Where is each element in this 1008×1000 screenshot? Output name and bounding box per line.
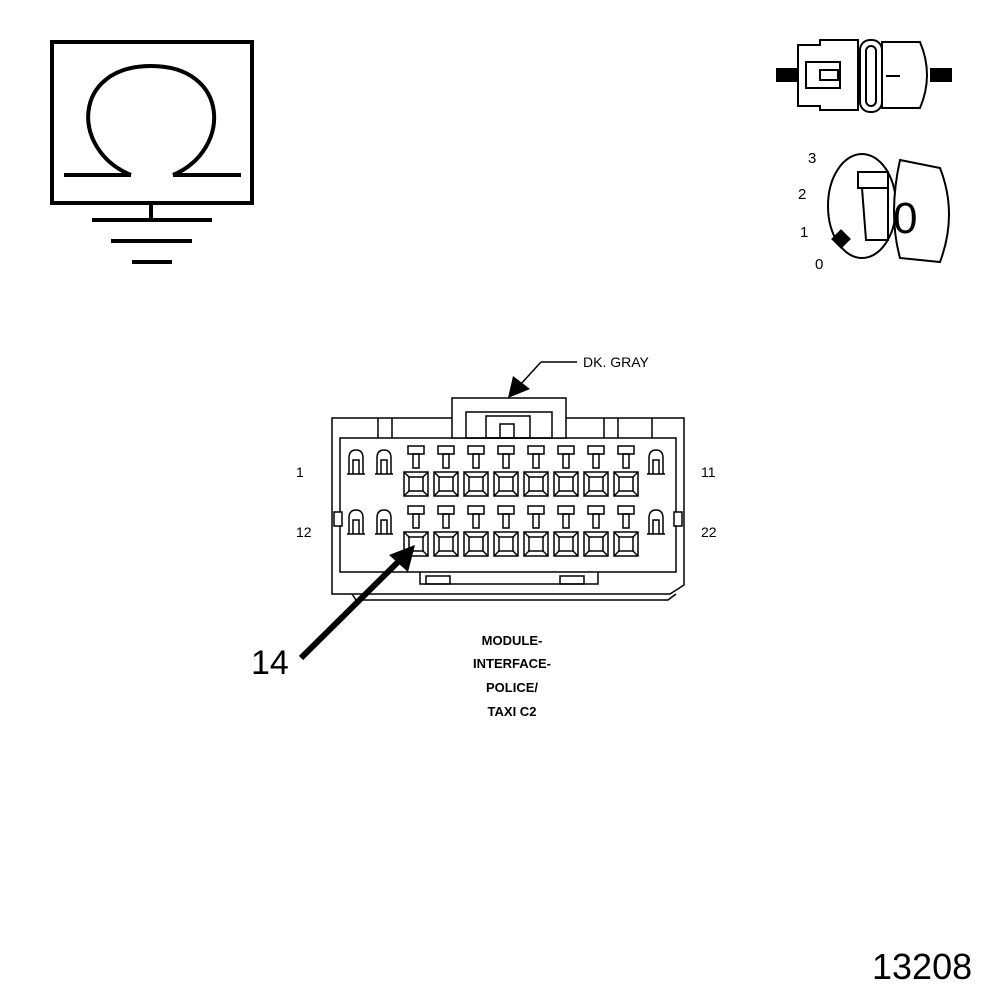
connector-name-line-2: INTERFACE-: [473, 656, 551, 671]
callout-arrow: 14: [251, 545, 415, 682]
connector-pins: [347, 445, 665, 557]
connector-name-line-4: TAXI C2: [488, 704, 537, 719]
pin-cavity-8: [553, 445, 579, 497]
key-position-2: 2: [798, 186, 806, 203]
callout-number: 14: [251, 644, 289, 682]
pin-cavity-10: [613, 445, 639, 497]
pin-cavity-18: [523, 505, 549, 557]
pin-cavity-17: [493, 505, 519, 557]
connector-name-line-3: POLICE/: [486, 680, 538, 695]
pin-cavity-1: [347, 449, 365, 475]
color-label-leader: DK. GRAY: [508, 354, 650, 398]
pin-cavity-12: [347, 509, 365, 535]
pin-cavity-15: [433, 505, 459, 557]
pin-cavity-5: [463, 445, 489, 497]
pin-label-11: 11: [701, 464, 716, 480]
ignition-key-icon: 3 2 1 0 0: [798, 150, 950, 273]
pin-cavity-20: [583, 505, 609, 557]
connector-name: MODULE- INTERFACE- POLICE/ TAXI C2: [473, 633, 551, 719]
pin-cavity-9: [583, 445, 609, 497]
key-position-3: 3: [808, 150, 816, 167]
ohmmeter-icon: [50, 40, 254, 264]
pin-cavity-22: [647, 509, 665, 535]
connector-name-line-1: MODULE-: [482, 633, 543, 648]
pin-cavity-16: [463, 505, 489, 557]
pin-cavity-4: [433, 445, 459, 497]
pin-label-22: 22: [701, 524, 717, 540]
pin-cavity-11: [647, 449, 665, 475]
pin-cavity-2: [375, 449, 393, 475]
pin-label-12: 12: [296, 524, 312, 540]
pin-cavity-6: [493, 445, 519, 497]
ignition-switch-connector-icon: [776, 39, 952, 113]
pin-cavity-3: [403, 445, 429, 497]
figure-number: 13208: [872, 946, 972, 987]
pin-cavity-13: [375, 509, 393, 535]
key-position-0: 0: [815, 256, 823, 273]
ground-icon: [92, 203, 212, 264]
key-position-1: 1: [800, 224, 808, 241]
pin-cavity-21: [613, 505, 639, 557]
pin-cavity-19: [553, 505, 579, 557]
connector-color-label: DK. GRAY: [583, 354, 650, 370]
pin-cavity-14: [403, 505, 429, 557]
pin-label-1: 1: [296, 464, 304, 480]
key-letter: 0: [893, 194, 917, 243]
connector-body: [331, 397, 685, 601]
pin-cavity-7: [523, 445, 549, 497]
